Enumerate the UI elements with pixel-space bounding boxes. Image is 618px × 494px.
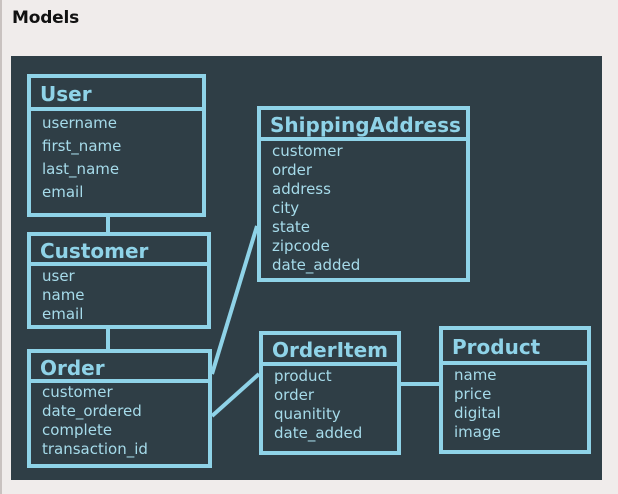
entity-title: ShippingAddress <box>261 110 466 141</box>
entity-title: Order <box>31 353 208 383</box>
entity-field: transaction_id <box>42 440 148 458</box>
entity-field: price <box>454 385 492 403</box>
entity-field: order <box>274 386 314 404</box>
entity-field: customer <box>42 383 113 401</box>
entity-field: quanitity <box>274 405 341 423</box>
entity-field: date_ordered <box>42 402 142 420</box>
relation-lines <box>106 217 439 418</box>
entity-field: address <box>272 180 331 198</box>
entity-title: Product <box>443 330 587 365</box>
section-heading: Models <box>12 8 80 28</box>
entity-field: username <box>42 114 117 132</box>
relation-line-order-shipping-address <box>210 225 259 375</box>
entity-field: date_added <box>272 256 361 274</box>
entity-field: first_name <box>42 137 122 155</box>
entity-field: email <box>42 183 84 201</box>
entity-field: name <box>454 366 497 384</box>
entity-field: product <box>274 367 332 385</box>
entity-field: digital <box>454 404 501 422</box>
entity-field: last_name <box>42 160 120 178</box>
entity-field: image <box>454 423 501 441</box>
entity-field: email <box>42 305 84 323</box>
entity-field: name <box>42 286 85 304</box>
entity-field: complete <box>42 421 113 439</box>
entity-field: customer <box>272 142 343 160</box>
entity-title: User <box>31 78 202 111</box>
relation-line-order-order-item <box>210 372 261 418</box>
entity-field: order <box>272 161 312 179</box>
entity-field: date_added <box>274 424 363 442</box>
page-left-border <box>0 0 2 494</box>
entity-field: state <box>272 218 310 236</box>
entity-title: Customer <box>31 236 207 266</box>
entity-title: OrderItem <box>263 335 397 366</box>
entity-field: zipcode <box>272 237 330 255</box>
entity-field: city <box>272 199 300 217</box>
entity-field: user <box>42 267 75 285</box>
